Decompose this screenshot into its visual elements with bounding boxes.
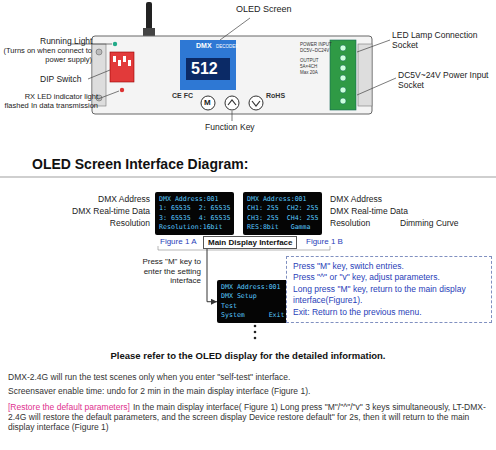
device-text: Max 20A	[300, 70, 318, 75]
field-label: Resolution	[40, 218, 150, 228]
field-label: DMX Address	[330, 194, 382, 204]
node-text: DMX Address:001	[221, 283, 285, 292]
callout: OLED Screen	[236, 4, 292, 15]
down-key	[249, 96, 263, 110]
field-label: Resolution	[330, 218, 370, 228]
callout: RX LED indicator light flashed In data t…	[2, 92, 98, 110]
section-title: OLED Screen Interface Diagram:	[32, 156, 248, 173]
field-label: DMX Real-time Data	[330, 206, 408, 216]
key-label: M	[204, 98, 211, 108]
node-text: Test	[221, 302, 285, 311]
device-text: DECODER	[216, 44, 239, 49]
node-text: RES:8bit Gamma	[247, 223, 318, 232]
note: Please refer to the OLED display for the…	[0, 350, 496, 361]
node-text: Exit: Return to the previous menu.	[293, 307, 485, 318]
node-text: Press "M" key, switch entries.	[293, 261, 485, 272]
terminal-block	[330, 40, 356, 110]
edge-label: Press "M" key to enter the setting inter…	[129, 257, 201, 286]
node-text: DMX Setup	[221, 292, 285, 301]
oled-screen: DMX Address:001DMX SetupTestSystem Exit	[217, 280, 289, 323]
figure-label: Figure 1 A	[160, 237, 196, 247]
leader-lines	[70, 18, 396, 121]
decoder-housing	[92, 36, 372, 114]
display-digits: 512	[191, 59, 218, 78]
note: Screensaver enable time: undo for 2 min …	[8, 386, 492, 396]
node-text: CH3: 255 CH4: 255	[247, 214, 318, 223]
node-text: Press "^" or "v" key, adjust parameters.	[293, 272, 485, 283]
device-text: DMX	[196, 42, 212, 50]
rx-led	[120, 88, 124, 92]
callout: DIP Switch	[40, 74, 81, 84]
note-heading: [Restore the default parameters]	[8, 402, 130, 412]
node-text: CH1: 255 CH2: 255	[247, 204, 318, 213]
node-text: DMX Address:001	[159, 195, 230, 204]
cert-mark: CE FC	[172, 92, 193, 100]
up-key	[225, 96, 239, 110]
interface-title: Main Display Interface	[203, 236, 297, 249]
figure-label: Figure 1 B	[306, 237, 343, 247]
node-text: Main Display Interface	[208, 238, 292, 247]
callout: LED Lamp Connection Socket	[392, 30, 492, 50]
node-text: 1: 65535 2: 65535	[159, 204, 230, 213]
node-text: Resolution:16bit	[159, 223, 230, 232]
cert-mark: RoHS	[266, 92, 285, 100]
instruction-box: Press "M" key, switch entries.Press "^" …	[286, 256, 492, 323]
node-text: 3: 65535 4: 65535	[159, 214, 230, 223]
callout: Running Light	[40, 36, 92, 46]
device-text: DC5V~DC24V	[300, 48, 329, 53]
device-text: POWER INPUT	[300, 42, 332, 47]
device-text: 5A×4CH	[300, 64, 317, 69]
device-text: OUTPUT	[300, 58, 319, 63]
note: DMX-2.4G will run the test scenes only w…	[8, 372, 492, 382]
node-text: DMX Address:001	[247, 195, 318, 204]
field-label: Dimming Curve	[400, 218, 459, 228]
antenna	[146, 2, 152, 32]
oled-screen: DMX Address:001CH1: 255 CH2: 255CH3: 255…	[243, 192, 322, 235]
oled-screen: DMX Address:0011: 65535 2: 655353: 65535…	[155, 192, 234, 235]
running-light	[113, 42, 117, 46]
field-label: DMX Real-time Data	[40, 206, 150, 216]
dip-switch	[110, 52, 134, 82]
connector-arrow	[207, 249, 217, 302]
callout: DC5V~24V Power Input Socket	[398, 70, 494, 90]
callout: Function Key	[205, 122, 255, 132]
note: In the main display interface( Figure 1)…	[8, 402, 492, 433]
field-label: DMX Address	[40, 194, 150, 204]
callout: (Turns on when connect to power supply)	[2, 46, 92, 64]
node-text: Long press "M" key, return to the main d…	[293, 284, 485, 307]
node-text: System Exit	[221, 311, 285, 320]
